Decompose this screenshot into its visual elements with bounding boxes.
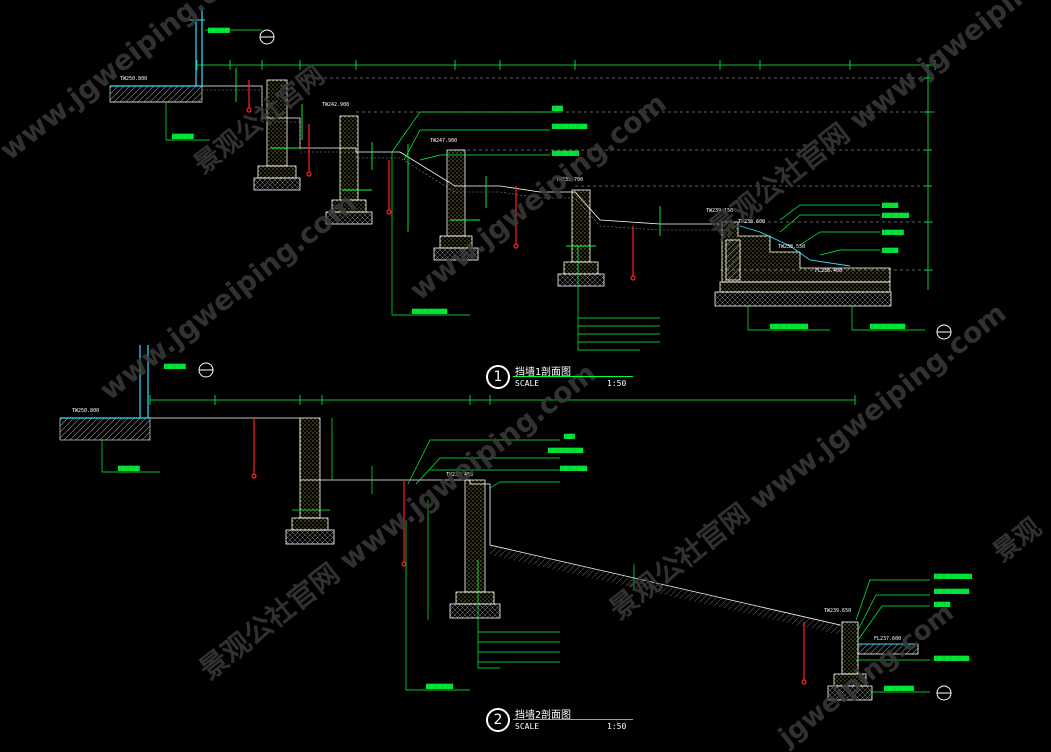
svg-text:TW238.600: TW238.600 [738, 219, 765, 225]
svg-text:██████████: ██████████ [559, 465, 587, 472]
svg-text:███████████: ███████████ [883, 685, 914, 692]
section-2-number: 2 [486, 708, 510, 732]
svg-text:█████████████: █████████████ [933, 655, 970, 662]
svg-text:████████: ████████ [117, 465, 140, 472]
svg-text:████████: ████████ [171, 133, 194, 140]
svg-text:██████: ██████ [881, 202, 899, 209]
svg-text:████: ████ [563, 433, 575, 440]
svg-text:█████████████: █████████████ [551, 123, 588, 130]
svg-text:██████: ██████ [881, 247, 899, 254]
svg-text:█████████████: █████████████ [869, 323, 906, 330]
section-2-drawing: TW250.800 TW237.450 TW239.650 FL237.600 … [59, 345, 972, 701]
svg-text:█████████████: █████████████ [411, 308, 448, 315]
section-2-title-underline [513, 719, 633, 720]
section-1-drawing: TW250.800 TW242.900 TW247.900 TW239.700 … [109, 8, 936, 351]
svg-text:TW250.800: TW250.800 [72, 408, 99, 414]
svg-text:█████████████: █████████████ [933, 588, 970, 595]
detail-markers [198, 29, 952, 701]
svg-text:TW247.900: TW247.900 [430, 138, 457, 144]
svg-text:FL237.600: FL237.600 [874, 636, 901, 642]
svg-text:TW237.450: TW237.450 [446, 472, 473, 478]
svg-text:TW239.650: TW239.650 [824, 608, 851, 614]
svg-text:█████████████: █████████████ [547, 447, 584, 454]
section-1-number: 1 [486, 365, 510, 389]
svg-text:██████████: ██████████ [425, 683, 453, 690]
section-2-scale-value: 1:50 [607, 722, 627, 731]
svg-text:██████: ██████ [933, 601, 951, 608]
section-2-scale-label: SCALE [515, 722, 540, 731]
svg-text:TW242.900: TW242.900 [322, 102, 349, 108]
svg-text:██████████████: ██████████████ [769, 323, 808, 330]
section-2-title: 挡墙2剖面图 [515, 710, 572, 721]
svg-text:TW250.800: TW250.800 [120, 76, 147, 82]
svg-text:TW238.550: TW238.550 [778, 244, 805, 250]
section-1-title: 挡墙1剖面图 [515, 367, 572, 378]
svg-text:████████: ████████ [881, 229, 904, 236]
svg-text:TW239.700: TW239.700 [556, 177, 583, 183]
section-1-scale-value: 1:50 [607, 379, 627, 388]
svg-text:TW239.150: TW239.150 [706, 208, 733, 214]
svg-text:████████: ████████ [207, 27, 230, 34]
svg-text:██████████: ██████████ [551, 150, 579, 157]
svg-text:██████████: ██████████ [881, 212, 909, 219]
svg-text:████████: ████████ [163, 363, 186, 370]
svg-text:FL236.400: FL236.400 [815, 268, 842, 274]
section-1-scale-label: SCALE [515, 379, 540, 388]
section-1-title-underline [513, 376, 633, 377]
svg-text:██████████████: ██████████████ [933, 573, 972, 580]
svg-text:████: ████ [551, 105, 563, 112]
